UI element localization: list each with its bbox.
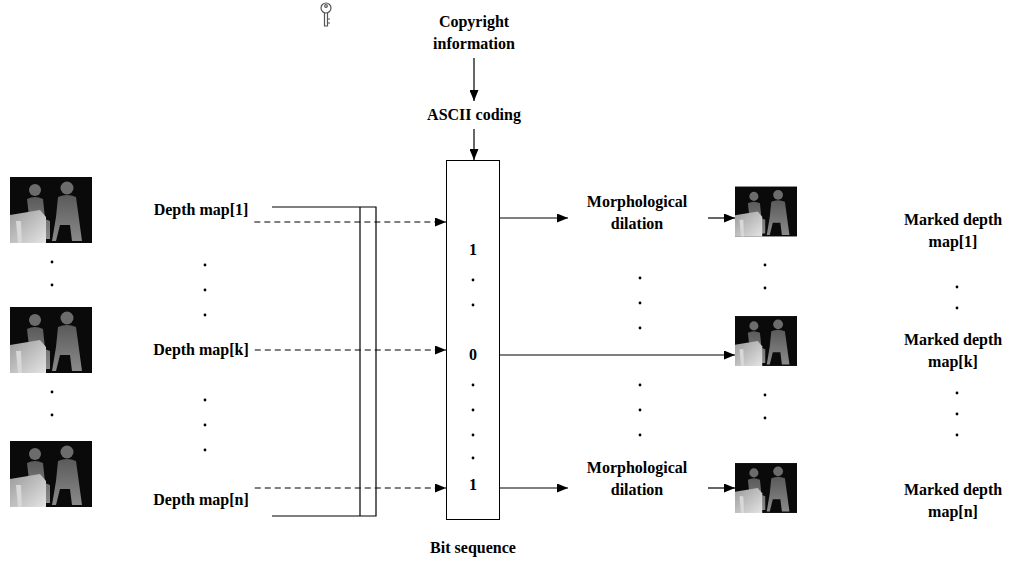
flow-arrow (473, 58, 474, 101)
flow-arrow (473, 129, 474, 160)
node-text: Morphological dilation (572, 191, 702, 235)
bit-sequence-box: 101Bit sequence (446, 160, 500, 520)
key-icon (321, 3, 331, 26)
node-text: Morphological dilation (572, 457, 702, 501)
marked-map-group: Marked depth map[k] (735, 308, 1024, 374)
dashed-arrow (254, 221, 446, 222)
marked-map-group: Marked depth map[n] (735, 455, 1024, 521)
marked-map-image (735, 187, 797, 237)
bit-value: 1 (469, 474, 477, 496)
box-caption: Bit sequence (430, 537, 516, 559)
flow-arrow (500, 354, 735, 355)
flow-arrow (708, 217, 735, 218)
node-text: Depth map[1] (154, 199, 249, 221)
depth-map-image (10, 177, 92, 243)
bit-value: 0 (469, 344, 477, 366)
node-text: Marked depth map[n] (888, 479, 1018, 523)
node-text: ASCII coding (427, 104, 521, 126)
depth-map-label: Depth map[k] (153, 339, 249, 361)
bit-value: 1 (469, 239, 477, 261)
marked-map-group: Marked depth map[1] (735, 178, 1024, 245)
node-text: Copyright information (419, 11, 529, 55)
flow-arrow (500, 487, 568, 488)
depth-map-image (10, 441, 92, 507)
marked-map-image (735, 316, 797, 366)
node-text: Marked depth map[1] (888, 209, 1018, 253)
flow-arrow (500, 217, 568, 218)
depth-map-label: Depth map[n] (153, 489, 249, 511)
depth-map-image (10, 307, 92, 373)
marked-map-image (735, 463, 797, 513)
process-label: ASCII coding (427, 104, 521, 126)
bracket-line (359, 207, 360, 516)
flow-arrow (708, 487, 735, 488)
dashed-arrow (255, 487, 446, 488)
process-label: Morphological dilation (572, 457, 702, 501)
node-text: Marked depth map[k] (888, 329, 1018, 373)
node-text: Depth map[k] (153, 339, 249, 361)
ellipsis-dots (51, 261, 959, 460)
depth-map-label: Depth map[1] (154, 199, 249, 221)
bracket-line (272, 207, 376, 516)
input-label: Copyright information (419, 11, 529, 55)
node-text: Depth map[n] (153, 489, 249, 511)
process-label: Morphological dilation (572, 191, 702, 235)
dashed-arrow (255, 349, 446, 350)
